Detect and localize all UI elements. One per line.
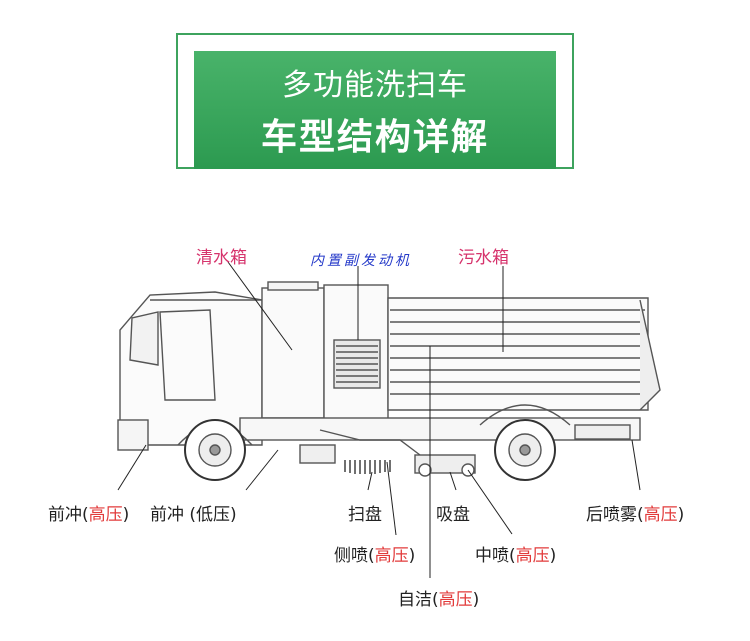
front-bumper <box>117 419 149 451</box>
front-flush-prefix: 前冲 <box>48 505 82 525</box>
sweep-brush <box>344 460 391 474</box>
title-line2: 车型结构详解 <box>260 117 489 158</box>
rear-mist-prefix: 后喷雾 <box>586 505 637 525</box>
mid-spray-high-pressure: 高压 <box>515 546 550 566</box>
rear-spray-bar <box>574 424 631 440</box>
front-wheel <box>184 419 246 481</box>
label-mid-spray: 中喷(高压) <box>475 546 557 566</box>
self-clean-prefix: 自洁 <box>398 590 432 610</box>
side-spray-high-pressure: 高压 <box>374 546 409 566</box>
clean-water-tank <box>261 287 325 419</box>
label-auxiliary-engine: 内置副发动机 <box>310 253 412 269</box>
side-spray-prefix: 侧喷 <box>334 546 368 566</box>
rear-fender <box>479 404 571 426</box>
label-rear-mist: 后喷雾(高压) <box>586 505 685 525</box>
title-line1: 多功能洗扫车 <box>282 68 468 103</box>
leader-lines <box>117 261 641 578</box>
truck-drawing <box>117 281 661 481</box>
self-clean-high-pressure: 高压 <box>438 590 473 610</box>
front-flush-high-pressure: 高压 <box>88 505 123 525</box>
rear-mist-high-pressure: 高压 <box>643 505 678 525</box>
rear-wheel <box>494 419 556 481</box>
label-front-flush-high: 前冲(高压) <box>48 505 130 525</box>
label-dirty-water-tank: 污水箱 <box>458 248 509 268</box>
label-self-clean: 自洁(高压) <box>398 590 480 610</box>
label-clean-water-tank: 清水箱 <box>196 248 247 268</box>
mid-spray-prefix: 中喷 <box>475 546 509 566</box>
sweep-mechanism <box>299 429 421 464</box>
header-banner <box>194 51 556 169</box>
cab-window <box>129 311 159 366</box>
label-front-flush-low: 前冲 (低压) <box>150 505 237 525</box>
cab-door <box>159 309 216 401</box>
label-suction-disc: 吸盘 <box>436 505 470 525</box>
rear-door <box>639 299 661 411</box>
dirty-water-tank <box>387 297 649 411</box>
suction-disc-device <box>414 454 476 477</box>
label-sweep-disc: 扫盘 <box>348 505 382 525</box>
label-side-spray: 侧喷(高压) <box>334 546 416 566</box>
